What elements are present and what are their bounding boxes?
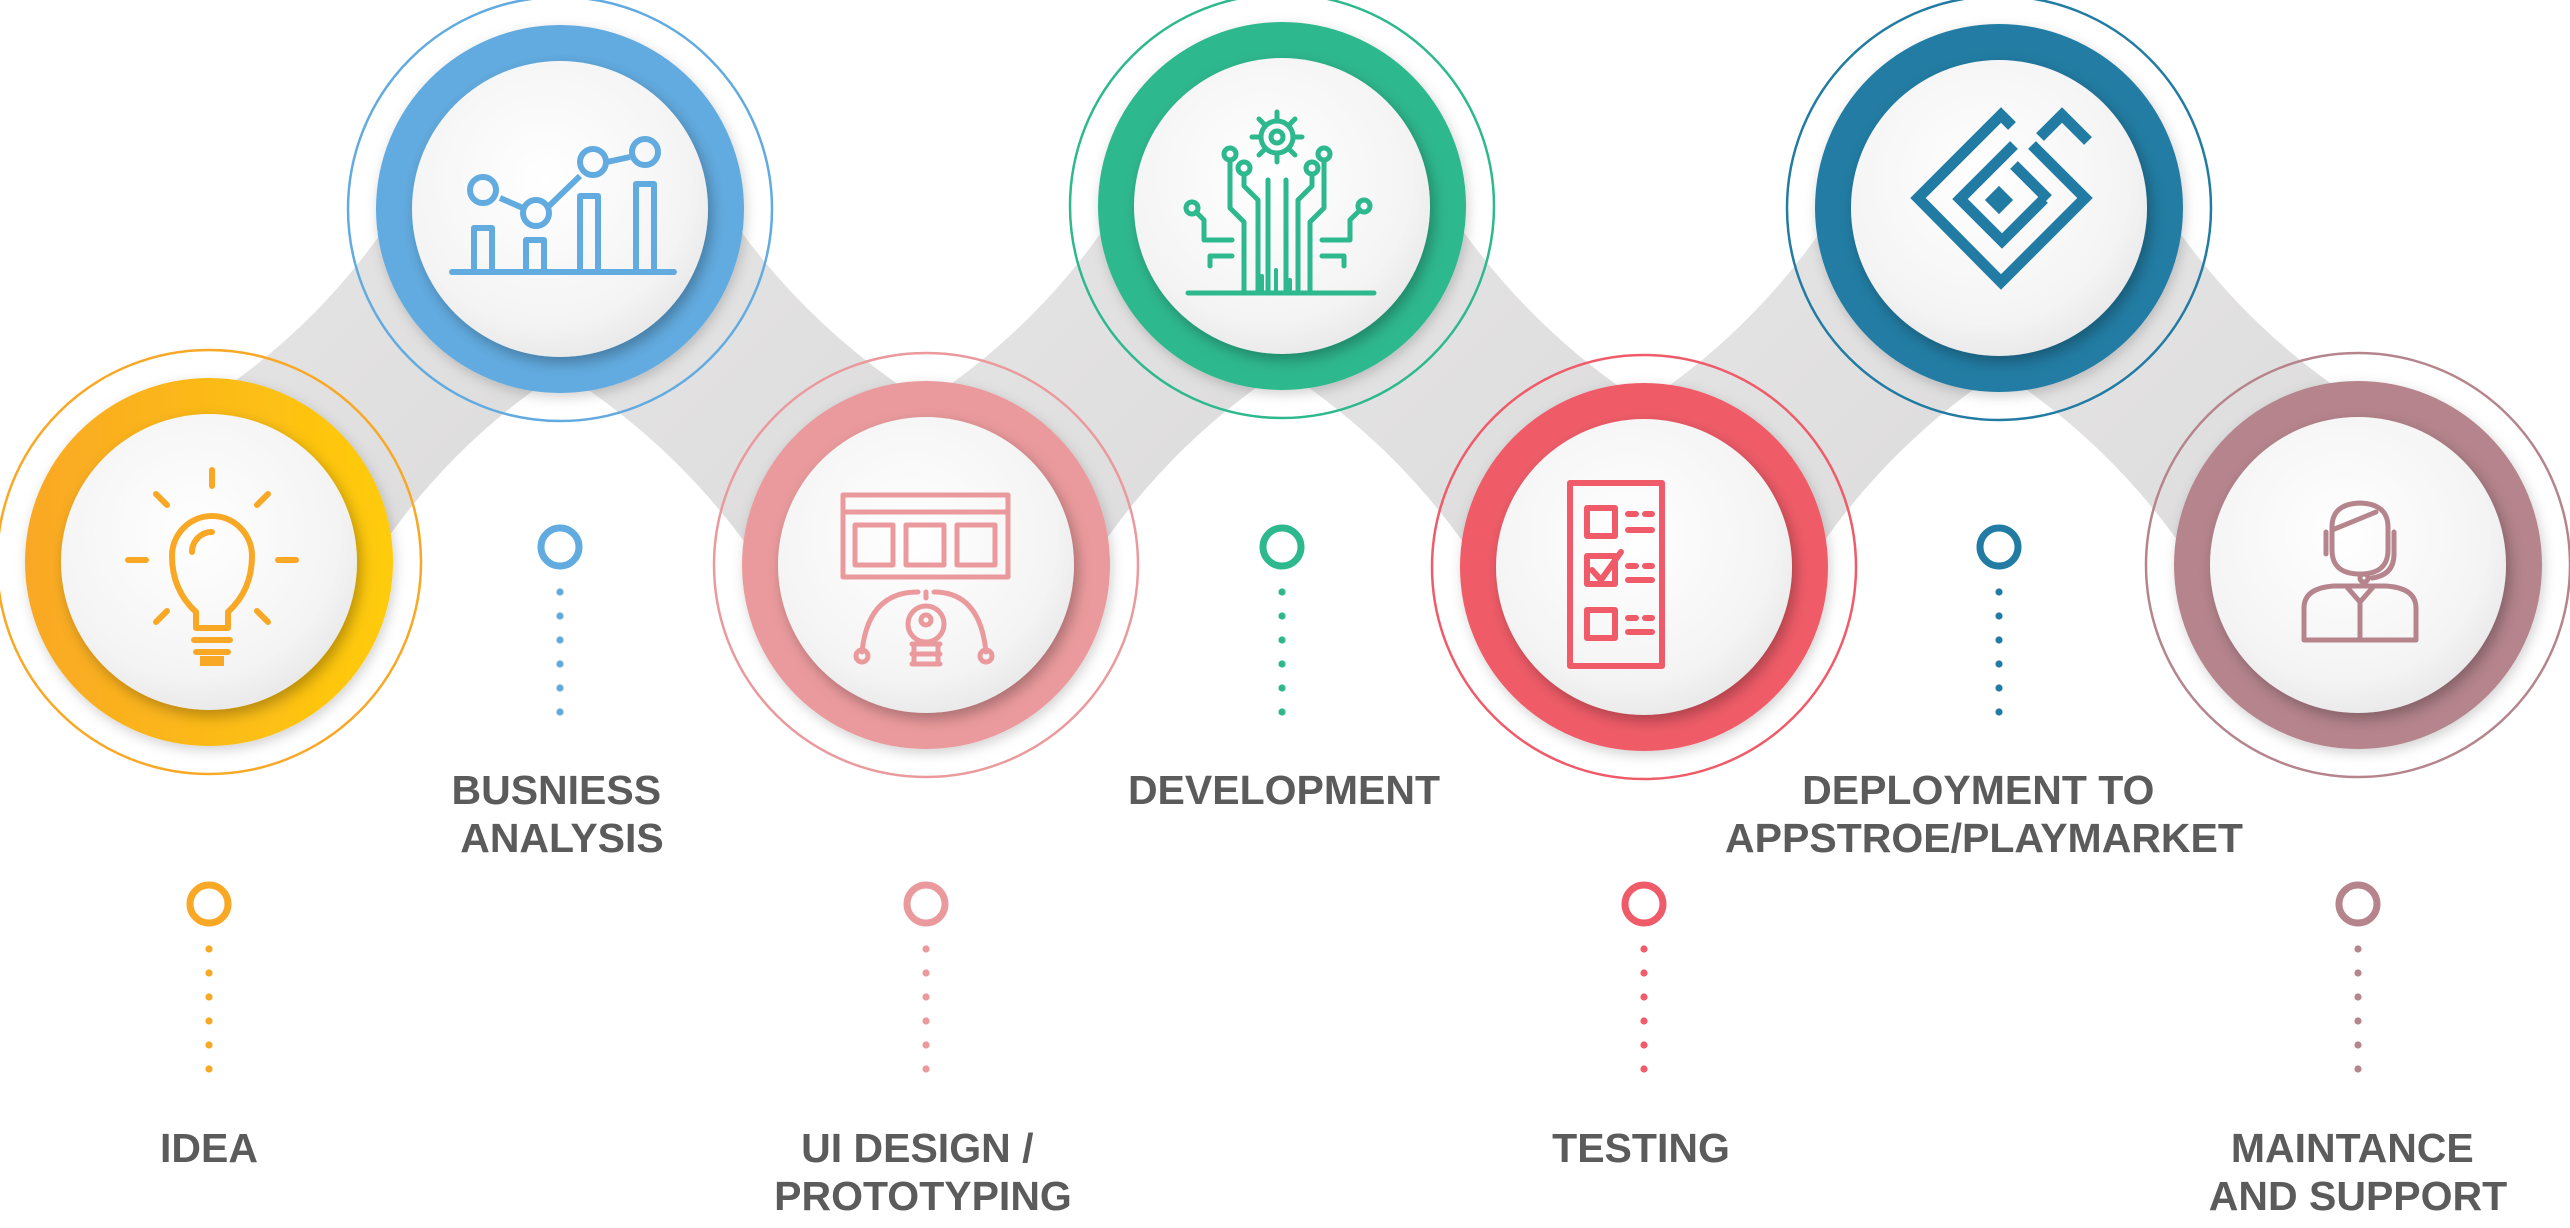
leader-dot bbox=[1640, 1065, 1648, 1073]
circuit-gear-icon bbox=[1183, 109, 1377, 296]
stage-label-ui-design: UI DESIGN / PROTOTYPING bbox=[774, 1125, 1072, 1219]
leader-dot bbox=[556, 588, 564, 596]
leader-dot bbox=[556, 708, 564, 716]
stage-marker-ring bbox=[1259, 524, 1305, 570]
stage-label-line: PROTOTYPING bbox=[774, 1173, 1072, 1219]
outline-ring bbox=[712, 351, 1140, 779]
stage-marker-ring bbox=[2335, 881, 2381, 927]
leader-dot bbox=[205, 1017, 213, 1025]
leader-dot bbox=[1995, 660, 2003, 668]
leader-dot bbox=[1640, 969, 1648, 977]
stage-marker-ring bbox=[186, 881, 232, 927]
outline-ring bbox=[0, 348, 423, 776]
leader-dot bbox=[2354, 1041, 2362, 1049]
wireframe-design-icon bbox=[840, 492, 1011, 667]
outline-ring bbox=[1430, 353, 1858, 781]
stage-label-line: ANALYSIS bbox=[460, 815, 664, 861]
leader-dot bbox=[2354, 1017, 2362, 1025]
stage-inner-disc bbox=[1134, 58, 1430, 354]
stage-label-line: BUSNIESS bbox=[451, 767, 661, 813]
leader-dot bbox=[1640, 1017, 1648, 1025]
leader-dot bbox=[1995, 708, 2003, 716]
lightbulb-icon bbox=[125, 467, 299, 666]
leader-dot bbox=[1278, 612, 1286, 620]
leader-dot bbox=[922, 945, 930, 953]
outline-ring bbox=[1785, 0, 2213, 422]
leader-dot bbox=[1995, 588, 2003, 596]
stage-label-idea: IDEA bbox=[160, 1125, 258, 1171]
leader-dot bbox=[1995, 684, 2003, 692]
stage-inner-disc bbox=[2210, 417, 2506, 713]
stage-label-line: IDEA bbox=[160, 1125, 258, 1171]
stage-label-development: DEVELOPMENT bbox=[1128, 767, 1440, 813]
stage-label-business-analysis: BUSNIESS ANALYSIS bbox=[451, 767, 672, 861]
leader-dot bbox=[205, 945, 213, 953]
leader-dot bbox=[1640, 1041, 1648, 1049]
leader-dot bbox=[205, 993, 213, 1001]
leader-dot bbox=[922, 1041, 930, 1049]
leader-dot bbox=[1278, 636, 1286, 644]
outline-rings bbox=[0, 0, 2570, 781]
stage-label-line: APPSTROE/PLAYMARKET bbox=[1725, 815, 2243, 861]
stage-inner-disc bbox=[412, 61, 708, 357]
leader-dot bbox=[1995, 612, 2003, 620]
stage-marker-ring bbox=[537, 524, 583, 570]
leader-dot bbox=[1640, 945, 1648, 953]
leader-dot bbox=[2354, 993, 2362, 1001]
leader-dot bbox=[1640, 993, 1648, 1001]
stage-label-line: AND SUPPORT bbox=[2209, 1173, 2507, 1219]
outline-ring bbox=[2144, 351, 2570, 779]
leader-dot bbox=[205, 969, 213, 977]
stage-marker-ring bbox=[1976, 524, 2022, 570]
leader-dot bbox=[556, 684, 564, 692]
deployment-diamond-icon bbox=[1910, 107, 2093, 290]
stage-label-line: MAINTANCE bbox=[2231, 1125, 2474, 1171]
leader-dot bbox=[1278, 660, 1286, 668]
stage-markers bbox=[186, 524, 2381, 1073]
leader-dot bbox=[1278, 588, 1286, 596]
stage-marker-ring bbox=[903, 881, 949, 927]
stage-label-line: DEPLOYMENT TO bbox=[1802, 767, 2154, 813]
analytics-chart-icon bbox=[449, 136, 677, 275]
stage-label-line: UI DESIGN / bbox=[801, 1125, 1033, 1171]
leader-dot bbox=[2354, 945, 2362, 953]
leader-dot bbox=[922, 1065, 930, 1073]
checklist-icon bbox=[1567, 480, 1665, 669]
leader-dot bbox=[205, 1041, 213, 1049]
leader-dot bbox=[556, 660, 564, 668]
leader-dot bbox=[1995, 636, 2003, 644]
leader-dot bbox=[556, 612, 564, 620]
stage-label-maintenance: MAINTANCE AND SUPPORT bbox=[2209, 1125, 2507, 1219]
stage-label-deployment: DEPLOYMENT TO APPSTROE/PLAYMARKET bbox=[1725, 767, 2243, 861]
stage-label-line: DEVELOPMENT bbox=[1128, 767, 1440, 813]
leader-dot bbox=[922, 993, 930, 1001]
stage-label-testing: TESTING bbox=[1552, 1125, 1730, 1171]
stage-label-line: TESTING bbox=[1552, 1125, 1730, 1171]
leader-dot bbox=[1278, 684, 1286, 692]
leader-dot bbox=[1278, 708, 1286, 716]
leader-dot bbox=[556, 636, 564, 644]
leader-dot bbox=[2354, 1065, 2362, 1073]
stage-marker-ring bbox=[1621, 881, 1667, 927]
support-agent-icon bbox=[2301, 500, 2419, 643]
stage-inner-disc bbox=[61, 414, 357, 710]
leader-dot bbox=[922, 969, 930, 977]
leader-dot bbox=[2354, 969, 2362, 977]
outline-ring bbox=[346, 0, 774, 423]
outline-ring bbox=[1068, 0, 1496, 420]
leader-dot bbox=[205, 1065, 213, 1073]
leader-dot bbox=[922, 1017, 930, 1025]
